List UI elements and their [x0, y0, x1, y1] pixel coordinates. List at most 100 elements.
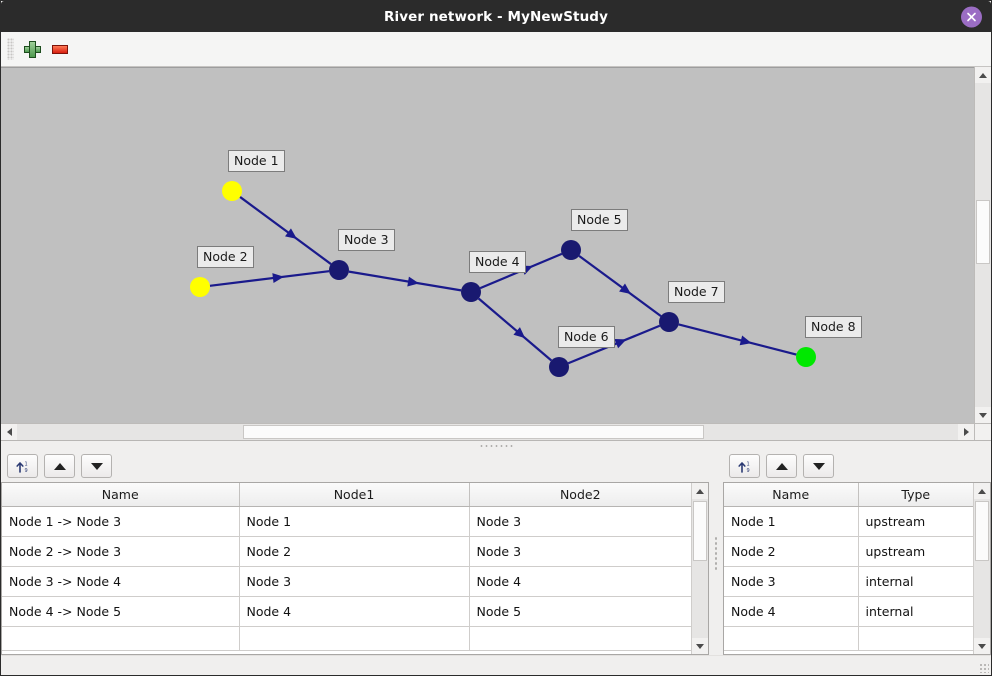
graph-node-label[interactable]: Node 5 [571, 209, 628, 231]
graph-node-label[interactable]: Node 2 [197, 246, 254, 268]
table-cell[interactable] [239, 626, 470, 651]
scroll-down-button[interactable] [975, 407, 991, 423]
toolbar-drag-handle[interactable] [7, 38, 14, 60]
vertical-scroll-thumb[interactable] [976, 199, 990, 265]
reaches-scroll-up-button[interactable] [692, 483, 708, 499]
graph-node[interactable] [659, 312, 679, 332]
nodes-move-up-button[interactable] [766, 454, 797, 478]
table-cell[interactable]: Node 5 [469, 596, 691, 627]
graph-node[interactable] [222, 181, 242, 201]
graph-edge[interactable] [239, 196, 332, 265]
nodes-scroll-down-button[interactable] [974, 638, 990, 654]
table-cell[interactable]: Node 4 -> Node 5 [2, 596, 240, 627]
reaches-move-up-button[interactable] [44, 454, 75, 478]
table-cell[interactable]: Node 3 [724, 566, 859, 597]
graph-node[interactable] [561, 240, 581, 260]
graph-node[interactable] [461, 282, 481, 302]
graph-edge[interactable] [578, 255, 662, 317]
column-header[interactable]: Type [858, 483, 973, 507]
reaches-scroll-down-button[interactable] [692, 638, 708, 654]
table-cell[interactable]: Node 2 -> Node 3 [2, 536, 240, 567]
nodes-sort-button[interactable]: 1 9 [729, 454, 760, 478]
graph-node-label[interactable]: Node 6 [558, 326, 615, 348]
nodes-vertical-scrollbar[interactable] [973, 483, 990, 654]
horizontal-splitter[interactable] [1, 440, 991, 450]
table-cell[interactable]: upstream [858, 536, 973, 567]
table-row[interactable] [724, 626, 973, 651]
scroll-left-button[interactable] [1, 424, 17, 440]
graph-node[interactable] [549, 357, 569, 377]
network-canvas[interactable]: Node 1 Node 2 Node 3 Node 4 Node 5 Node 6 Node… [1, 67, 974, 423]
canvas-horizontal-scrollbar[interactable] [1, 423, 974, 440]
scroll-right-button[interactable] [958, 424, 974, 440]
table-cell[interactable] [469, 626, 691, 651]
table-cell[interactable] [858, 626, 973, 651]
scroll-up-button[interactable] [975, 67, 991, 83]
graph-edge[interactable] [678, 323, 797, 356]
table-cell[interactable]: Node 1 [239, 506, 470, 537]
vertical-scroll-track[interactable] [975, 83, 991, 407]
table-cell[interactable]: internal [858, 596, 973, 627]
remove-node-button[interactable] [46, 36, 74, 63]
nodes-scroll-thumb[interactable] [975, 501, 989, 561]
table-cell[interactable] [724, 626, 859, 651]
horizontal-scroll-track[interactable] [17, 424, 958, 440]
column-header[interactable]: Name [2, 483, 240, 507]
close-button[interactable] [961, 6, 982, 27]
reaches-sort-button[interactable]: 1 9 [7, 454, 38, 478]
graph-edge[interactable] [348, 270, 462, 292]
table-cell[interactable]: Node 3 [239, 566, 470, 597]
reaches-move-down-button[interactable] [81, 454, 112, 478]
column-header[interactable]: Node1 [239, 483, 470, 507]
vertical-splitter[interactable] [709, 450, 723, 655]
table-cell[interactable]: Node 1 [724, 506, 859, 537]
table-cell[interactable]: Node 4 [469, 566, 691, 597]
window-resize-grip[interactable] [979, 663, 989, 673]
graph-node-label[interactable]: Node 3 [338, 229, 395, 251]
horizontal-scroll-thumb[interactable] [242, 425, 704, 439]
table-cell[interactable]: Node 3 -> Node 4 [2, 566, 240, 597]
graph-edge[interactable] [477, 297, 553, 362]
graph-node[interactable] [796, 347, 816, 367]
graph-node-label[interactable]: Node 8 [805, 316, 862, 338]
graph-node[interactable] [329, 260, 349, 280]
table-cell[interactable]: Node 2 [239, 536, 470, 567]
table-cell[interactable]: upstream [858, 506, 973, 537]
graph-edge[interactable] [209, 270, 330, 287]
graph-node-label[interactable]: Node 4 [469, 251, 526, 273]
table-cell[interactable]: Node 3 [469, 506, 691, 537]
table-cell[interactable] [2, 626, 240, 651]
table-cell[interactable]: Node 2 [724, 536, 859, 567]
graph-node[interactable] [190, 277, 210, 297]
reaches-scroll-thumb[interactable] [693, 501, 707, 561]
table-cell[interactable]: Node 1 -> Node 3 [2, 506, 240, 537]
column-header[interactable]: Name [724, 483, 859, 507]
reaches-scroll-track[interactable] [692, 499, 708, 638]
graph-node-label[interactable]: Node 1 [228, 150, 285, 172]
table-cell[interactable]: internal [858, 566, 973, 597]
table-cell[interactable]: Node 3 [469, 536, 691, 567]
table-cell[interactable]: Node 4 [724, 596, 859, 627]
table-row[interactable] [2, 626, 691, 651]
nodes-scroll-track[interactable] [974, 499, 990, 638]
add-node-button[interactable] [18, 36, 46, 63]
nodes-scroll-up-button[interactable] [974, 483, 990, 499]
reaches-vertical-scrollbar[interactable] [691, 483, 708, 654]
nodes-move-down-button[interactable] [803, 454, 834, 478]
column-header[interactable]: Node2 [469, 483, 691, 507]
table-cell[interactable]: Node 4 [239, 596, 470, 627]
graph-node-label[interactable]: Node 7 [668, 281, 725, 303]
canvas-vertical-scrollbar[interactable] [974, 67, 991, 423]
